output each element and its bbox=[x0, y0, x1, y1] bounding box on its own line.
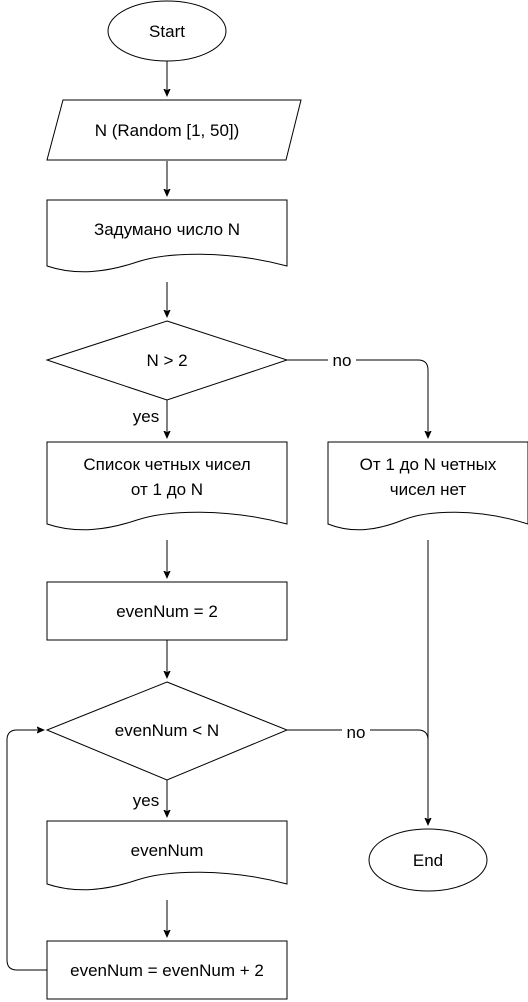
input-label: N (Random [1, 50]) bbox=[95, 121, 240, 140]
edge-cond-no bbox=[287, 359, 428, 438]
step-process: evenNum = evenNum + 2 bbox=[46, 940, 288, 1000]
start-label: Start bbox=[149, 22, 185, 41]
doc-number-node: Задумано число N bbox=[46, 199, 288, 273]
doc-list-label-2: от 1 до N bbox=[131, 480, 203, 499]
cond-n-decision: N > 2 bbox=[45, 320, 289, 401]
edge-step-back bbox=[6, 730, 47, 971]
doc-none-label-2: чисел нет bbox=[390, 480, 467, 499]
label-no-cond: no bbox=[333, 351, 352, 370]
cond-n-label: N > 2 bbox=[146, 351, 187, 370]
edges bbox=[6, 61, 428, 971]
input-node: N (Random [1, 50]) bbox=[46, 99, 302, 161]
init-process: evenNum = 2 bbox=[46, 581, 288, 641]
end-terminal: End bbox=[368, 828, 488, 892]
doc-list-label-1: Список четных чисел bbox=[83, 455, 250, 474]
doc-number-label: Задумано число N bbox=[94, 220, 240, 239]
cond-loop-label: evenNum < N bbox=[115, 721, 219, 740]
doc-list-node: Список четных чисел от 1 до N bbox=[46, 441, 288, 531]
label-yes-loop: yes bbox=[133, 791, 159, 810]
edge-labels: no yes no yes bbox=[128, 350, 370, 810]
init-label: evenNum = 2 bbox=[116, 602, 218, 621]
doc-none-label-1: От 1 до N четных bbox=[360, 455, 497, 474]
doc-none-node: От 1 до N четных чисел нет bbox=[327, 441, 528, 531]
step-label: evenNum = evenNum + 2 bbox=[70, 961, 264, 980]
end-label: End bbox=[413, 851, 443, 870]
cond-loop-decision: evenNum < N bbox=[45, 681, 289, 781]
label-yes-cond: yes bbox=[133, 407, 159, 426]
edge-loop-no bbox=[287, 729, 428, 825]
doc-out-label: evenNum bbox=[131, 841, 204, 860]
start-terminal: Start bbox=[107, 0, 227, 62]
doc-out-node: evenNum bbox=[46, 820, 288, 891]
label-no-loop: no bbox=[347, 723, 366, 742]
